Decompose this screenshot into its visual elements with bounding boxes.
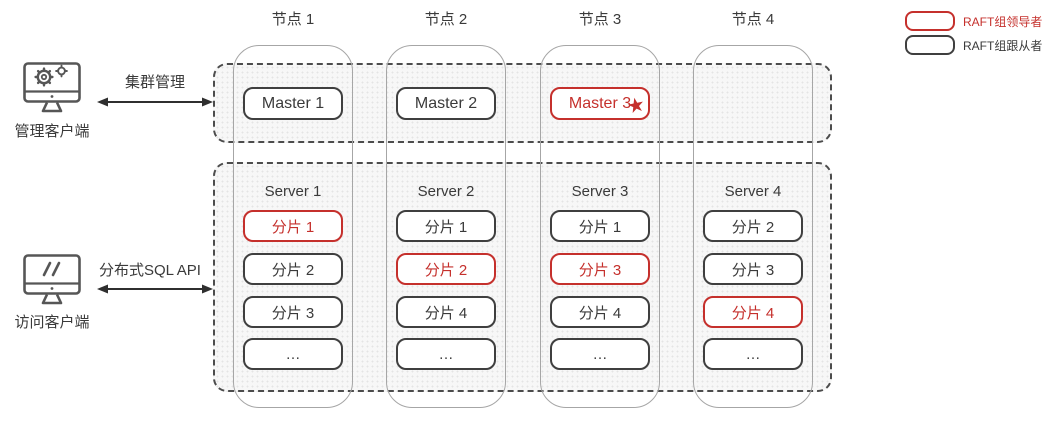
shard-box: … bbox=[550, 338, 650, 370]
double-arrow-icon bbox=[97, 282, 213, 301]
legend-leader-label: RAFT组领导者 bbox=[963, 14, 1043, 29]
node-label: 节点 4 bbox=[731, 11, 775, 28]
shard-box: 分片 3 bbox=[243, 296, 343, 328]
shard-box: … bbox=[396, 338, 496, 370]
legend: RAFT组领导者 RAFT组跟从者 bbox=[905, 11, 1042, 59]
shard-box: … bbox=[243, 338, 343, 370]
leader-star-icon: ★ bbox=[624, 93, 648, 119]
shard-box: 分片 1 bbox=[396, 210, 496, 242]
master-box: Master 1 bbox=[243, 87, 343, 120]
node-label: 节点 2 bbox=[424, 11, 468, 28]
server-label: Server 1 bbox=[264, 183, 322, 200]
shard-box: 分片 1 bbox=[550, 210, 650, 242]
master-box: Master 3 bbox=[550, 87, 650, 120]
master-raft-group-box bbox=[213, 63, 832, 143]
sql-api-link-label: 分布式SQL API bbox=[99, 262, 201, 279]
shard-box: 分片 3 bbox=[703, 253, 803, 285]
server-label: Server 4 bbox=[724, 183, 782, 200]
cluster-management-link-label: 集群管理 bbox=[124, 74, 185, 91]
legend-item-leader: RAFT组领导者 bbox=[905, 11, 1042, 31]
legend-item-follower: RAFT组跟从者 bbox=[905, 35, 1042, 55]
shard-box: … bbox=[703, 338, 803, 370]
node-column-4 bbox=[693, 45, 813, 408]
node-label: 节点 1 bbox=[271, 11, 315, 28]
shard-box: 分片 2 bbox=[243, 253, 343, 285]
node-column-1 bbox=[233, 45, 353, 408]
double-arrow-icon bbox=[97, 95, 213, 114]
monitor-code-icon bbox=[23, 254, 81, 311]
node-column-2 bbox=[386, 45, 506, 408]
server-label: Server 2 bbox=[417, 183, 475, 200]
shard-box: 分片 4 bbox=[550, 296, 650, 328]
shard-box: 分片 3 bbox=[550, 253, 650, 285]
shard-box: 分片 4 bbox=[703, 296, 803, 328]
legend-follower-label: RAFT组跟从者 bbox=[963, 38, 1043, 53]
access-client-label: 访问客户端 bbox=[14, 314, 90, 331]
shard-box: 分片 2 bbox=[703, 210, 803, 242]
shard-box: 分片 2 bbox=[396, 253, 496, 285]
monitor-gear-icon bbox=[23, 62, 81, 119]
server-label: Server 3 bbox=[571, 183, 629, 200]
node-label: 节点 3 bbox=[578, 11, 622, 28]
master-box: Master 2 bbox=[396, 87, 496, 120]
shard-box: 分片 4 bbox=[396, 296, 496, 328]
admin-client-label: 管理客户端 bbox=[14, 123, 90, 140]
follower-swatch-icon bbox=[905, 35, 955, 55]
leader-swatch-icon bbox=[905, 11, 955, 31]
shard-box: 分片 1 bbox=[243, 210, 343, 242]
node-column-3 bbox=[540, 45, 660, 408]
